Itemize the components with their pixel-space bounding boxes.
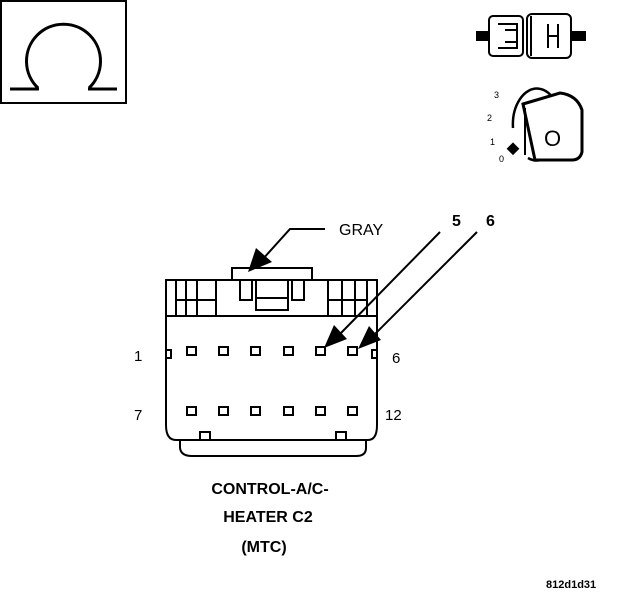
ignition-key-icon: 3 2 1 0 O xyxy=(487,87,584,164)
pin-label-12: 12 xyxy=(385,407,402,424)
callout-6: 6 xyxy=(486,213,495,230)
pin-label-7: 7 xyxy=(134,407,142,424)
cavity-6 xyxy=(347,346,358,356)
cavity-7 xyxy=(186,406,197,416)
caption-line-2: HEATER C2 xyxy=(223,509,313,526)
cavity-1 xyxy=(186,346,197,356)
key-position-letter: O xyxy=(544,126,561,151)
caption-line-3: (MTC) xyxy=(241,539,286,556)
cavity-8 xyxy=(218,406,229,416)
callout-arrow-6 xyxy=(358,231,478,349)
cavity-row-bottom xyxy=(186,406,358,416)
callout-5: 5 xyxy=(452,213,461,230)
figure-id: 812d1d31 xyxy=(546,579,596,591)
cavity-2 xyxy=(218,346,229,356)
connector-body xyxy=(165,267,378,457)
cavity-10 xyxy=(283,406,294,416)
connector-plug-icon xyxy=(476,13,586,59)
connector-caption: CONTROL-A/C- HEATER C2 (MTC) xyxy=(211,481,328,556)
gray-leader-arrow xyxy=(248,228,325,272)
key-position-0: 0 xyxy=(499,154,504,164)
cavity-row-top xyxy=(186,346,358,356)
ohm-symbol-box xyxy=(0,0,127,104)
cavity-3 xyxy=(250,346,261,356)
cavity-5 xyxy=(315,346,326,356)
wire-color-label: GRAY xyxy=(339,222,383,239)
pin-label-6: 6 xyxy=(392,350,400,367)
caption-line-1: CONTROL-A/C- xyxy=(211,481,328,498)
ohm-symbol-icon xyxy=(10,22,117,91)
key-position-3: 3 xyxy=(494,90,499,100)
cavity-4 xyxy=(283,346,294,356)
key-position-2: 2 xyxy=(487,113,492,123)
cavity-12 xyxy=(347,406,358,416)
cavity-11 xyxy=(315,406,326,416)
key-position-1: 1 xyxy=(490,137,495,147)
callout-arrow-5 xyxy=(324,231,441,348)
pin-label-1: 1 xyxy=(134,348,142,365)
cavity-9 xyxy=(250,406,261,416)
